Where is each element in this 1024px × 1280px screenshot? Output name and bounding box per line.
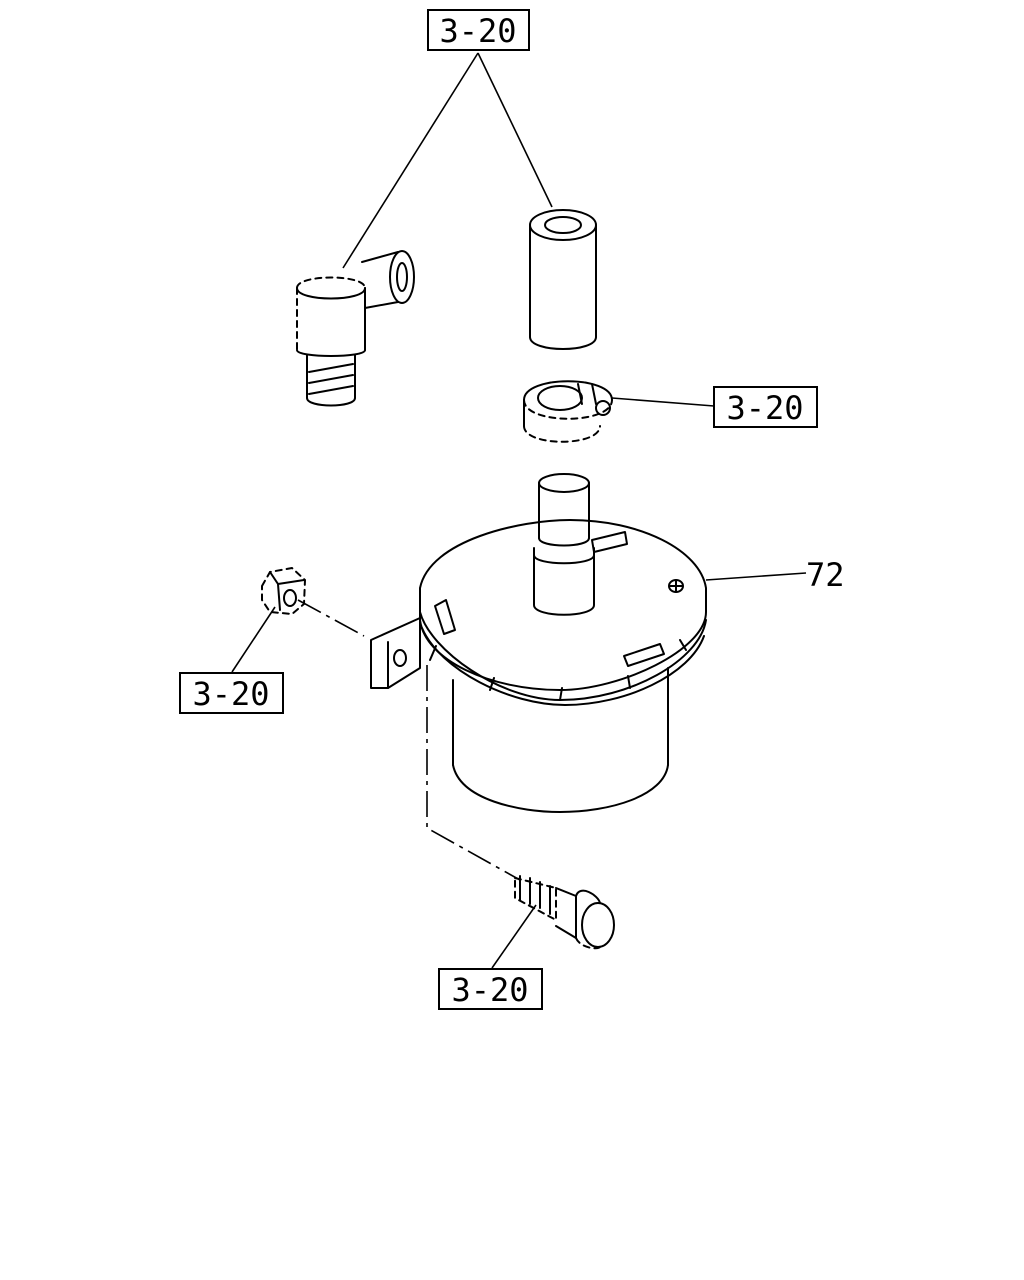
part-number-label: 72 [806,556,845,594]
callout-clamp: 3-20 [713,386,818,428]
fuel-filter-72 [370,473,707,813]
bolt [514,875,615,950]
callout-top: 3-20 [427,9,530,51]
callout-bolt-label: 3-20 [451,971,528,1009]
callout-clamp-label: 3-20 [726,389,803,427]
rubber-sleeve [529,209,597,350]
hose-clamp [523,380,613,443]
callout-top-label: 3-20 [439,12,516,50]
callout-nut: 3-20 [179,672,284,714]
callout-bolt: 3-20 [438,968,543,1010]
nut [261,567,306,615]
leader-lines [231,52,807,969]
callout-nut-label: 3-20 [192,675,269,713]
elbow-fitting [296,250,415,407]
